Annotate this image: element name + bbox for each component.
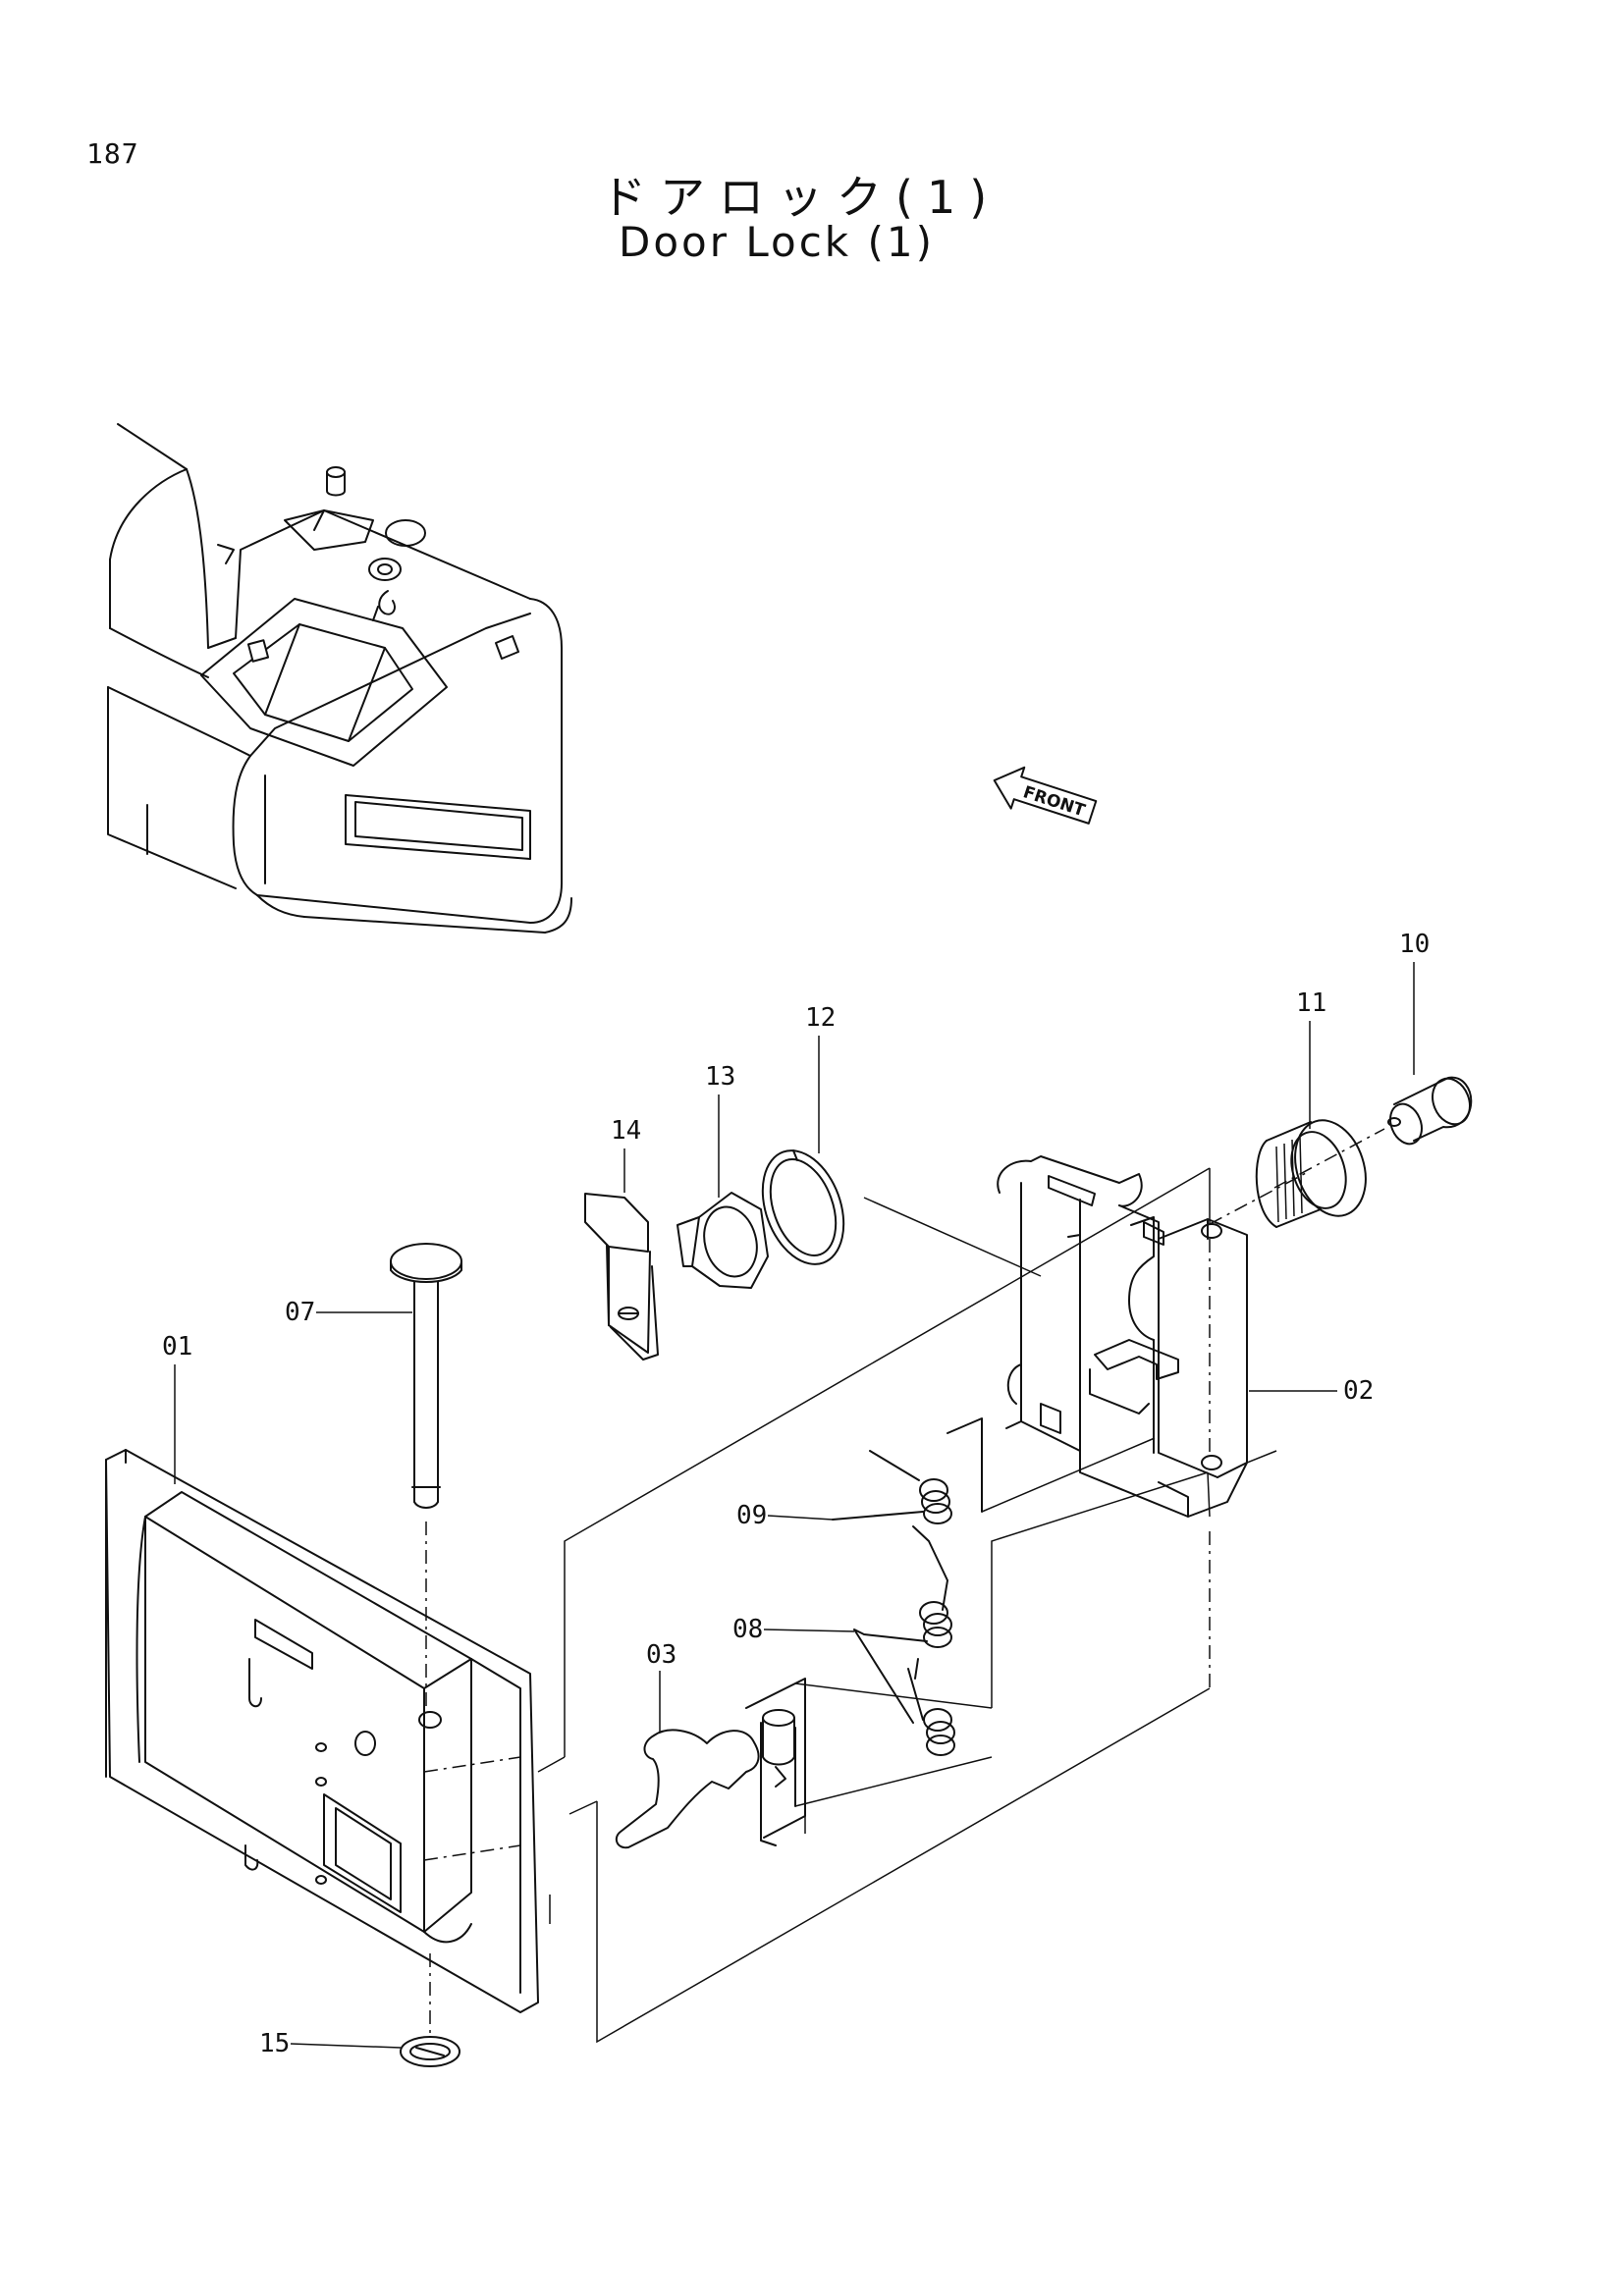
callout-01: 01 [162, 1332, 192, 1362]
front-direction-arrow: FRONT [993, 766, 1098, 825]
callout-14: 14 [611, 1116, 641, 1146]
part-07-pin [390, 1243, 462, 1509]
callout-12: 12 [805, 1003, 836, 1033]
part-03-latch-lever [615, 1678, 806, 1849]
callout-13: 13 [705, 1062, 735, 1092]
callout-labels: 10 11 12 13 14 07 01 02 09 08 03 15 [162, 930, 1430, 2058]
callout-15: 15 [259, 2029, 290, 2058]
leader-08 [763, 1629, 855, 1632]
part-14-tab-washer [584, 1193, 659, 1361]
callout-10: 10 [1399, 930, 1430, 959]
callout-02: 02 [1343, 1376, 1374, 1406]
callout-07: 07 [285, 1298, 315, 1327]
callout-11: 11 [1296, 988, 1326, 1018]
part-13-hex-nut [676, 1192, 769, 1289]
cab-overview-drawing [107, 423, 572, 934]
callout-03: 03 [646, 1640, 676, 1670]
part-01-lock-housing [105, 1449, 539, 2013]
part-15-e-ring [400, 2036, 460, 2067]
page-number: 187 [86, 137, 139, 170]
assembly-alignment-lines [423, 1128, 1385, 2044]
part-08-torsion-spring [853, 1525, 955, 1756]
part-09-torsion-spring [832, 1417, 983, 1524]
title-japanese: ドアロック(1) [601, 171, 1001, 224]
part-02-bracket [997, 1155, 1248, 1518]
callout-09: 09 [736, 1501, 767, 1530]
part-11-threaded-bushing [1255, 1119, 1367, 1228]
leader-09 [767, 1515, 834, 1521]
leader-15 [290, 2043, 402, 2049]
callout-08: 08 [732, 1615, 763, 1644]
title-english: Door Lock (1) [619, 218, 935, 266]
part-10-cap [1387, 1076, 1473, 1146]
part-12-snap-ring [761, 1149, 845, 1265]
